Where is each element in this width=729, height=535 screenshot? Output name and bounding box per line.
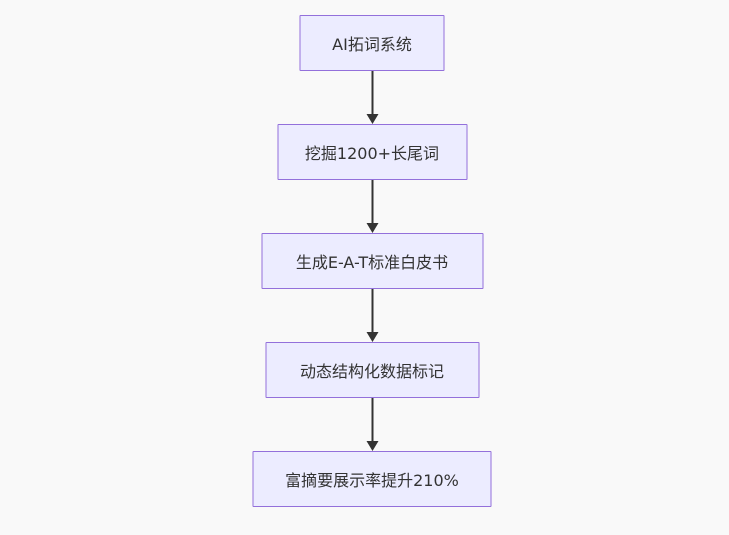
flow-arrow xyxy=(365,180,379,233)
flowchart-node-eat-whitepaper: 生成E-A-T标准白皮书 xyxy=(261,233,483,289)
arrowhead-down-icon xyxy=(366,114,378,124)
flow-arrow xyxy=(365,71,379,124)
flow-arrow xyxy=(365,398,379,451)
arrowhead-down-icon xyxy=(366,441,378,451)
arrowhead-down-icon xyxy=(366,223,378,233)
arrow-shaft xyxy=(371,398,373,441)
flowchart: AI拓词系统 挖掘1200+长尾词 生成E-A-T标准白皮书 动态结构化数据标记… xyxy=(252,15,492,507)
flowchart-node-structured-data-markup: 动态结构化数据标记 xyxy=(265,342,479,398)
flowchart-node-longtail-mining: 挖掘1200+长尾词 xyxy=(277,124,467,180)
flowchart-node-ai-keyword-system: AI拓词系统 xyxy=(299,15,445,71)
flow-arrow xyxy=(365,289,379,342)
arrow-shaft xyxy=(371,289,373,332)
flowchart-node-rich-snippet-result: 富摘要展示率提升210% xyxy=(252,451,492,507)
arrowhead-down-icon xyxy=(366,332,378,342)
arrow-shaft xyxy=(371,180,373,223)
arrow-shaft xyxy=(371,71,373,114)
